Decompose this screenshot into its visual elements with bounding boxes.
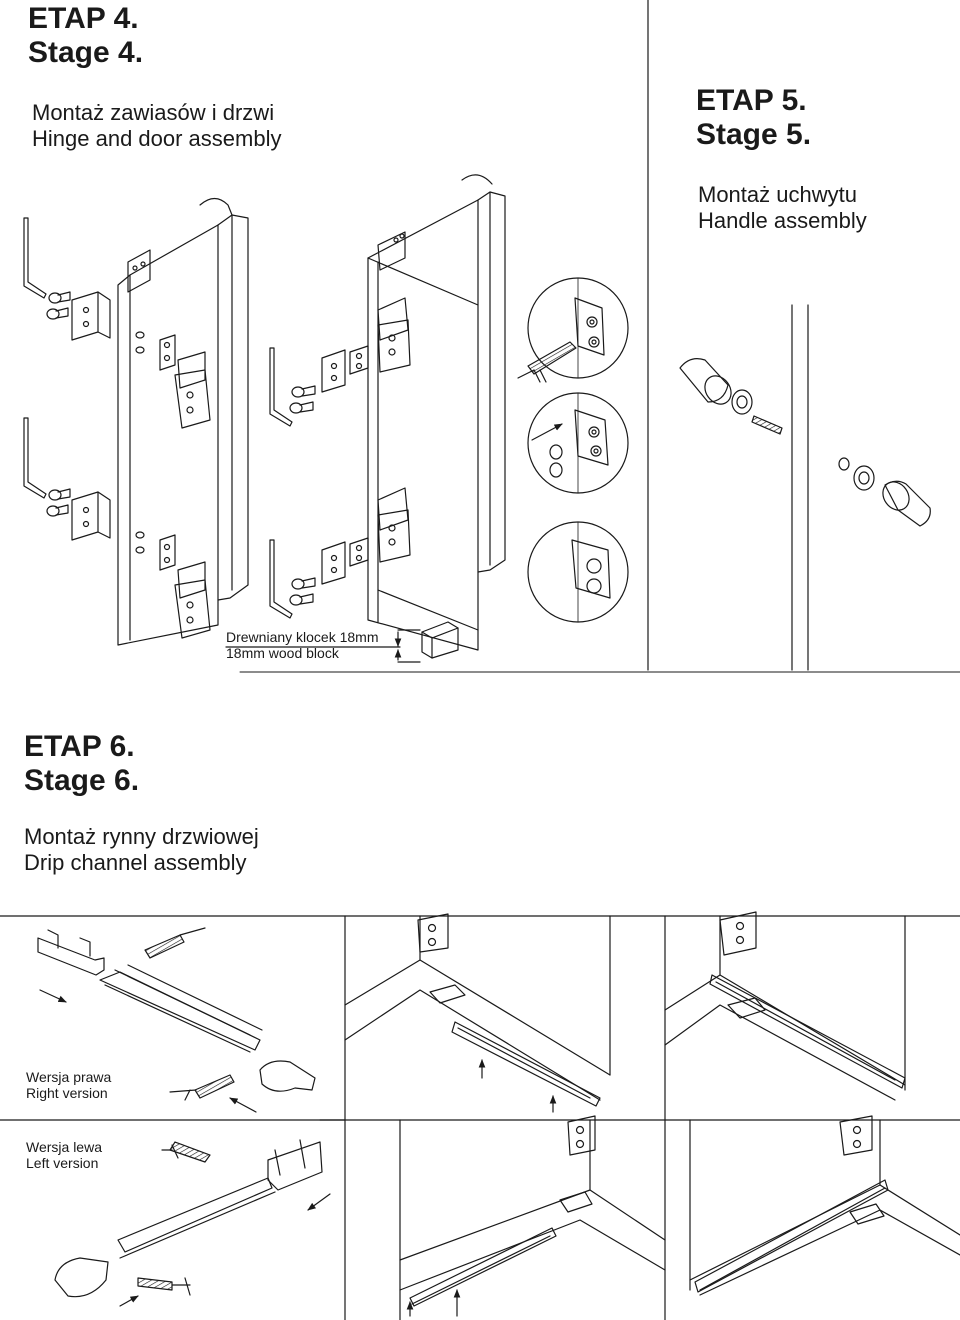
detail-circle-1: [517, 277, 629, 383]
handle-knob-inner-icon: [838, 457, 931, 527]
screws-plate-lower-middle: [289, 537, 369, 606]
stage4-title-pl: Montaż zawiasów i drzwi: [32, 100, 275, 125]
stage5-subtitle: Montaż uchwytu Handle assembly: [698, 182, 867, 234]
allen-key-lower-left-icon: [23, 417, 47, 499]
drip-channel-right-parts: [37, 927, 316, 1113]
stage6-scene-middle-bottom: [399, 1115, 666, 1320]
stage5-title-pl: Montaż uchwytu: [698, 182, 857, 207]
wood-block-label: Drewniany klocek 18mm 18mm wood block: [226, 629, 379, 661]
stage5-stage: Stage 5.: [696, 118, 812, 151]
drip-channel-left-parts: [54, 1139, 331, 1307]
wood-block: [225, 621, 459, 663]
stage6-title-pl: Montaż rynny drzwiowej: [24, 824, 259, 849]
right-version-en: Right version: [26, 1085, 108, 1101]
wood-block-label-en: 18mm wood block: [226, 645, 339, 661]
detail-circle-2: [527, 392, 629, 494]
stage4-subtitle: Montaż zawiasów i drzwi Hinge and door a…: [32, 100, 281, 152]
stage4-door-middle: [367, 174, 506, 651]
right-version-label: Wersja prawa Right version: [26, 1069, 111, 1101]
stage6-scene-middle-top: [344, 913, 611, 1113]
stage5-etap: ETAP 5.: [696, 84, 807, 117]
stage6-grid: [0, 915, 960, 1320]
right-version-pl: Wersja prawa: [26, 1069, 112, 1085]
stage4-title-en: Hinge and door assembly: [32, 126, 282, 151]
stage4-heading: ETAP 4. Stage 4.: [28, 2, 143, 70]
stage5-title-en: Handle assembly: [698, 208, 867, 233]
stage4-door-left: [117, 197, 249, 646]
left-version-label: Wersja lewa Left version: [26, 1139, 102, 1171]
stage6-stage: Stage 6.: [24, 764, 140, 797]
stage4-stage: Stage 4.: [28, 36, 144, 69]
left-version-en: Left version: [26, 1155, 99, 1171]
screws-plate-upper-left: [46, 291, 111, 341]
hinge-lower-door-middle: [377, 487, 411, 563]
allen-key-upper-middle-icon: [269, 347, 293, 427]
stage6-subtitle: Montaż rynny drzwiowej Drip channel asse…: [24, 824, 259, 876]
stage5-door-edge: [647, 0, 809, 671]
left-version-pl: Wersja lewa: [26, 1139, 102, 1155]
allen-key-upper-left-icon: [23, 217, 47, 299]
screws-plate-lower-left: [46, 488, 111, 541]
wood-block-label-pl: Drewniany klocek 18mm: [226, 629, 379, 645]
stage6-scene-right-bottom: [689, 1115, 960, 1296]
stage5-heading: ETAP 5. Stage 5.: [696, 84, 811, 152]
stage4-etap: ETAP 4.: [28, 2, 139, 35]
stage6-title-en: Drip channel assembly: [24, 850, 247, 875]
hinge-upper-door-left: [135, 331, 211, 429]
stage6-etap: ETAP 6.: [24, 730, 135, 763]
hinge-lower-door-left: [135, 531, 211, 639]
handle-knob-outer-icon: [679, 358, 783, 435]
stage6-scene-right-top: [664, 911, 906, 1101]
hinge-upper-door-middle: [377, 297, 411, 373]
screws-plate-upper-middle: [289, 345, 369, 414]
allen-key-lower-middle-icon: [269, 539, 293, 619]
detail-circle-3: [527, 521, 629, 623]
stage6-heading: ETAP 6. Stage 6.: [24, 730, 139, 798]
